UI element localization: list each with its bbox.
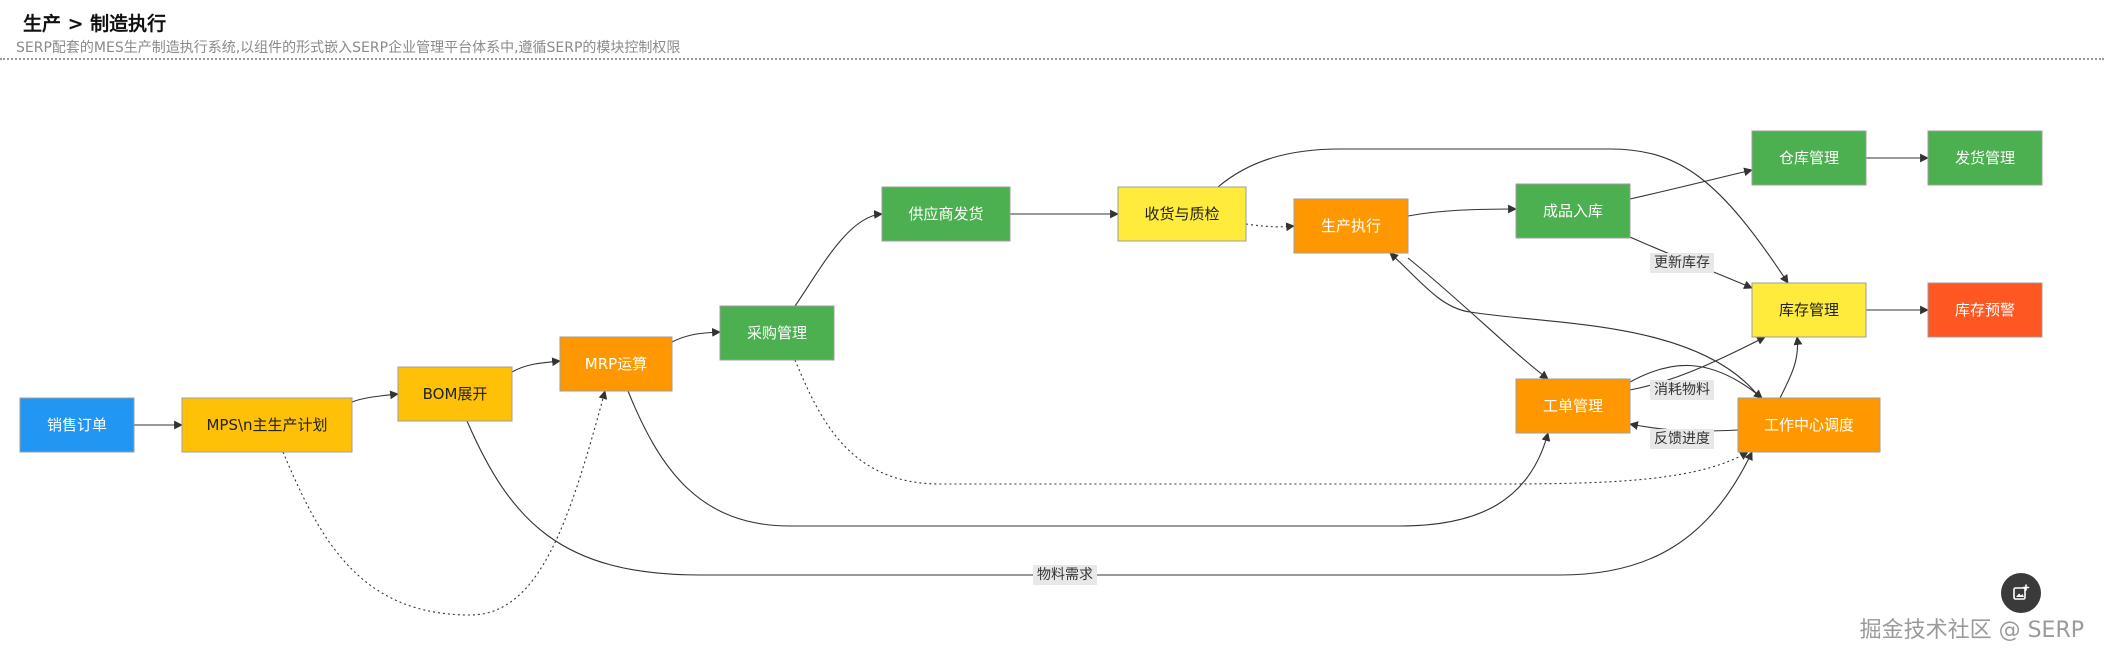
edge-label: 消耗物料 xyxy=(1650,380,1714,400)
node-inv-alert[interactable]: 库存预警 xyxy=(1927,282,2043,338)
edge-purchase-to-wc-dispatch xyxy=(794,359,1749,485)
edge-label-background xyxy=(1650,429,1714,449)
page-header: 生产 > 制造执行 SERP配套的MES生产制造执行系统,以组件的形式嵌入SER… xyxy=(0,0,2104,60)
node-box xyxy=(1293,198,1409,254)
node-fg-in[interactable]: 成品入库 xyxy=(1515,183,1631,239)
edit-image-icon xyxy=(2013,584,2030,600)
node-purchase[interactable]: 采购管理 xyxy=(719,305,835,361)
edge-fg-in-to-warehouse xyxy=(1629,167,1753,200)
node-box xyxy=(1751,130,1867,186)
node-inventory[interactable]: 库存管理 xyxy=(1751,282,1867,338)
edit-image-button[interactable] xyxy=(2001,573,2041,613)
header-divider xyxy=(0,58,2104,60)
node-label: MPS\n主生产计划 xyxy=(206,416,327,434)
edge-receive-to-production xyxy=(1245,222,1295,232)
nodes-layer: 销售订单 MPS\n主生产计划 BOM展开 MRP运算 采购管理 供应商发货 收货与质检生产… xyxy=(19,130,2043,453)
node-box xyxy=(1927,282,2043,338)
edge-wc-dispatch-to-inventory xyxy=(1779,336,1803,399)
node-box xyxy=(1751,282,1867,338)
edge-label-text: 反馈进度 xyxy=(1654,431,1710,447)
node-label: 发货管理 xyxy=(1955,149,2015,167)
node-box xyxy=(397,366,513,422)
node-box xyxy=(1737,397,1881,453)
edges-layer xyxy=(134,148,1929,616)
node-label: 库存管理 xyxy=(1779,301,1839,319)
node-wc-dispatch[interactable]: 工作中心调度 xyxy=(1737,397,1881,453)
node-label: BOM展开 xyxy=(423,385,488,403)
node-mps[interactable]: MPS\n主生产计划 xyxy=(181,397,353,453)
edge-bom-to-wc-dispatch xyxy=(466,420,1753,576)
edge-label: 物料需求 xyxy=(1033,565,1097,585)
node-label: 库存预警 xyxy=(1955,301,2015,319)
page-title: 生产 > 制造执行 xyxy=(23,13,167,35)
node-warehouse[interactable]: 仓库管理 xyxy=(1751,130,1867,186)
node-label: 仓库管理 xyxy=(1779,149,1839,167)
edge-label: 反馈进度 xyxy=(1650,429,1714,449)
node-label: 收货与质检 xyxy=(1144,205,1219,223)
node-mrp[interactable]: MRP运算 xyxy=(559,336,673,392)
edge-work-order-to-inventory xyxy=(1629,336,1766,391)
node-shipping[interactable]: 发货管理 xyxy=(1927,130,2043,186)
node-box xyxy=(1927,130,2043,186)
edge-label-text: 更新库存 xyxy=(1654,255,1710,271)
edge-label-text: 物料需求 xyxy=(1037,567,1093,583)
edge-purchase-to-supplier xyxy=(794,210,883,307)
edge-label: 更新库存 xyxy=(1650,253,1714,273)
node-box xyxy=(181,397,353,453)
node-work-order[interactable]: 工单管理 xyxy=(1515,378,1631,434)
edge-mrp-to-work-order xyxy=(627,390,1551,527)
node-label: MRP运算 xyxy=(585,355,647,373)
node-box xyxy=(1515,183,1631,239)
edge-mps-to-mrp xyxy=(282,390,608,616)
edge-label-background xyxy=(1650,253,1714,273)
edge-label-background xyxy=(1650,380,1714,400)
node-sales-order[interactable]: 销售订单 xyxy=(19,397,135,453)
edge-production-to-work-order xyxy=(1407,257,1549,380)
edge-work-order-to-wc-dispatch xyxy=(1629,364,1763,399)
edge-receive-to-inventory xyxy=(1217,148,1789,284)
watermark: 掘金技术社区 @ SERP xyxy=(1859,618,2084,643)
edge-production-to-fg-in xyxy=(1407,204,1517,217)
node-label: 销售订单 xyxy=(47,416,107,434)
node-label: 供应商发货 xyxy=(908,205,983,223)
edge-wc-dispatch-to-production xyxy=(1389,252,1761,399)
node-bom[interactable]: BOM展开 xyxy=(397,366,513,422)
node-receive[interactable]: 收货与质检 xyxy=(1117,186,1247,242)
node-box xyxy=(559,336,673,392)
node-supplier[interactable]: 供应商发货 xyxy=(881,186,1011,242)
node-box xyxy=(1117,186,1247,242)
node-label: 生产执行 xyxy=(1321,217,1381,235)
node-label: 工单管理 xyxy=(1543,397,1603,415)
node-box xyxy=(1515,378,1631,434)
edge-mps-to-bom xyxy=(351,390,399,403)
node-label: 采购管理 xyxy=(747,324,807,342)
node-label: 工作中心调度 xyxy=(1764,416,1854,434)
node-label: 成品入库 xyxy=(1543,202,1603,220)
node-box xyxy=(719,305,835,361)
edge-label-text: 消耗物料 xyxy=(1654,382,1710,398)
edge-label-background xyxy=(1033,565,1097,585)
node-box xyxy=(19,397,135,453)
page-subtitle: SERP配套的MES生产制造执行系统,以组件的形式嵌入SERP企业管理平台体系中… xyxy=(16,40,681,56)
edge-mrp-to-purchase xyxy=(671,328,721,343)
node-box xyxy=(881,186,1011,242)
node-production[interactable]: 生产执行 xyxy=(1293,198,1409,254)
edge-bom-to-mrp xyxy=(511,357,561,373)
